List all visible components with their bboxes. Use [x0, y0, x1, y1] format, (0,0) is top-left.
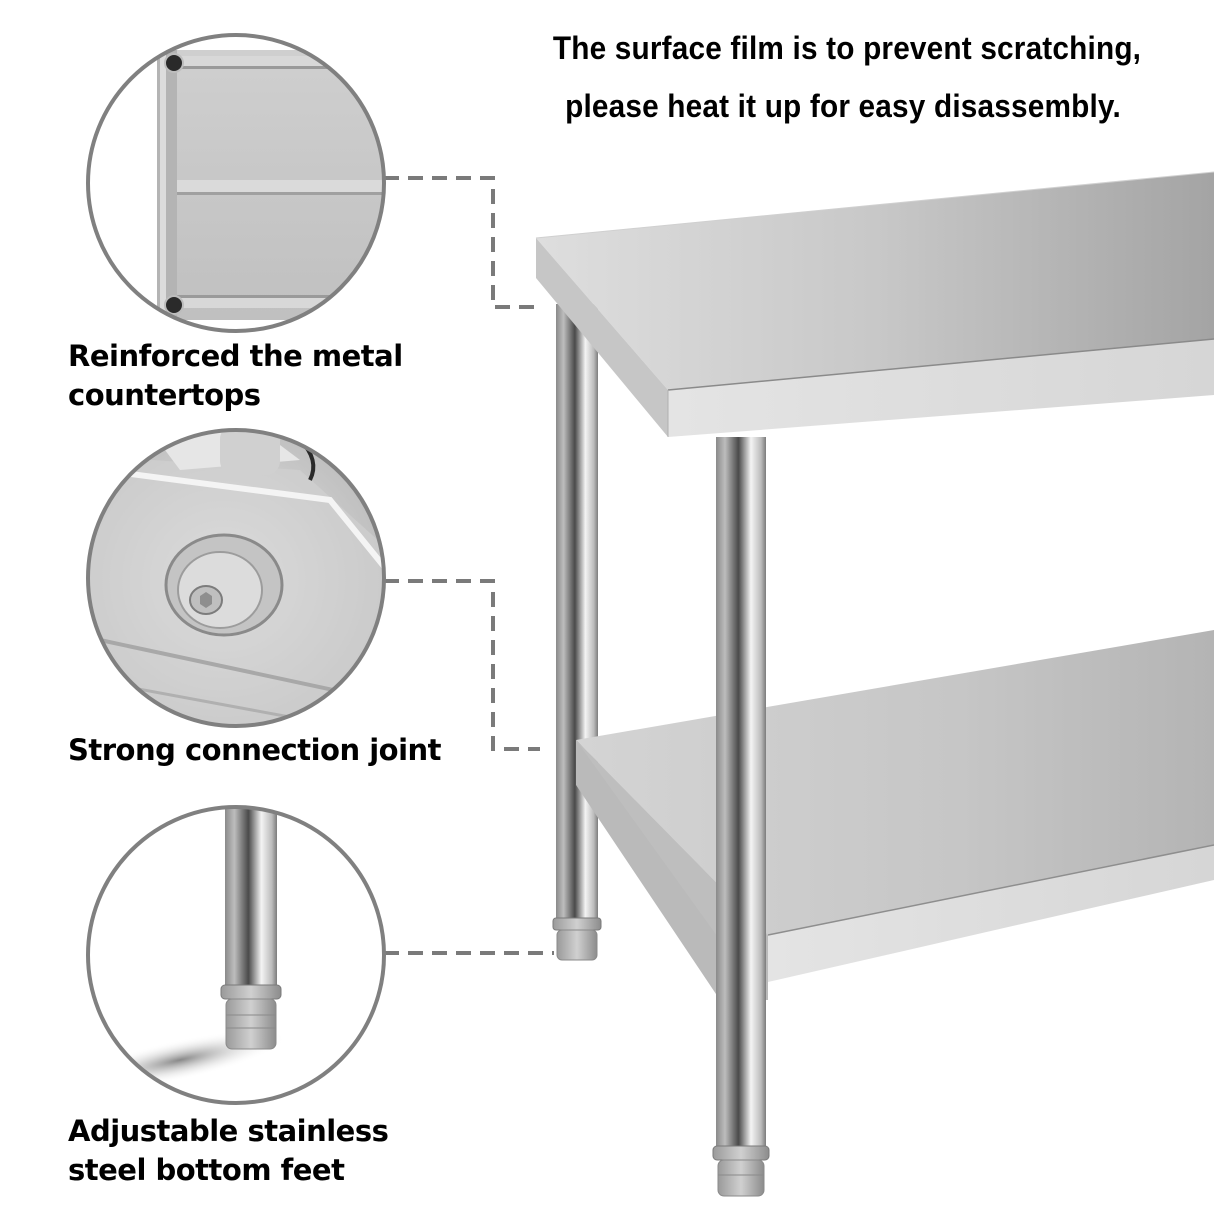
feature-caption-countertops: Reinforced the metal countertops: [68, 337, 403, 415]
table-leg-back: [552, 304, 602, 961]
headline-line-2: please heat it up for easy disassembly.: [565, 88, 1121, 124]
detail-circle-feet: [86, 805, 386, 1105]
caption-line: countertops: [68, 378, 261, 412]
lower-shelf: [576, 630, 1214, 1000]
work-table: [535, 171, 1214, 1197]
feature-caption-joint: Strong connection joint: [68, 731, 442, 770]
headline-line-1: The surface film is to prevent scratchin…: [552, 30, 1142, 66]
caption-line: steel bottom feet: [68, 1153, 345, 1187]
caption-line: Strong connection joint: [68, 733, 442, 767]
feature-caption-feet: Adjustable stainless steel bottom feet: [68, 1112, 389, 1190]
connector-line-joint: [384, 579, 540, 751]
caption-line: Reinforced the metal: [68, 339, 403, 373]
connector-line-countertops: [384, 176, 540, 309]
detail-circle-countertops: [86, 33, 386, 333]
table-top: [535, 171, 1214, 437]
detail-circle-joint: [86, 428, 386, 728]
caption-line: Adjustable stainless: [68, 1114, 389, 1148]
table-leg-front: [712, 437, 770, 1197]
